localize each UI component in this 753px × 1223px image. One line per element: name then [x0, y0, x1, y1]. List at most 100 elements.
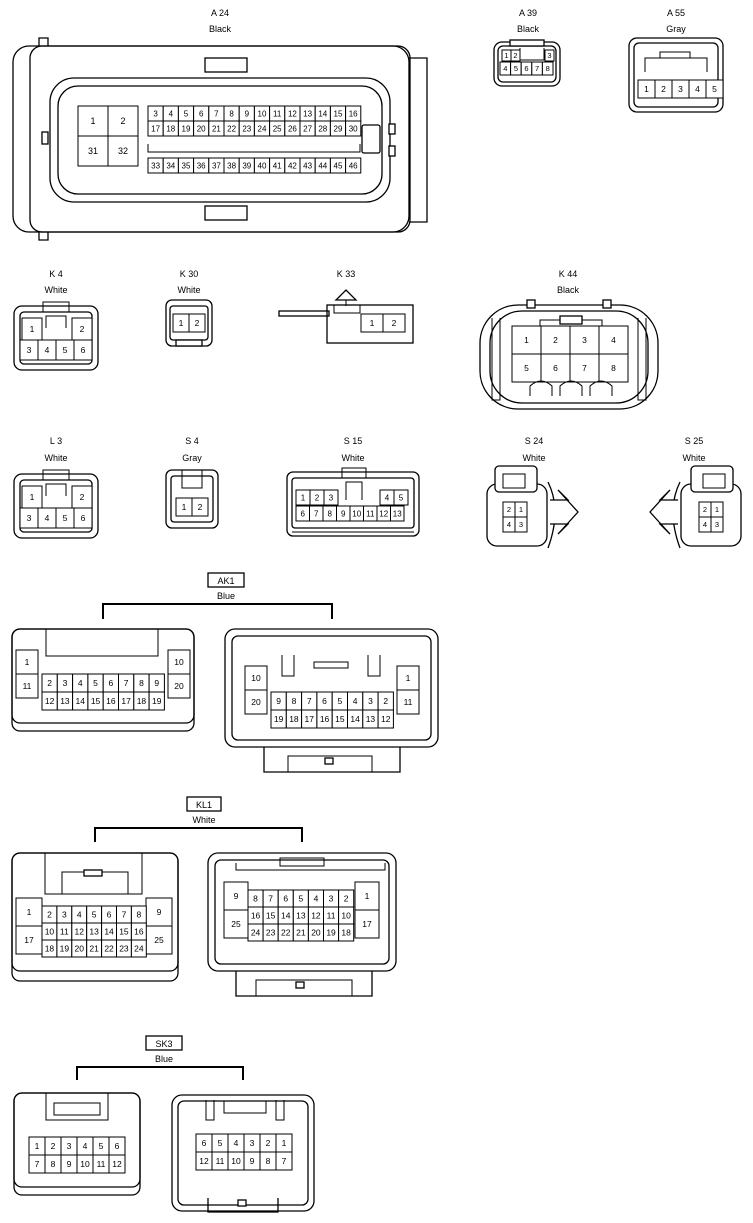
pin-number: 11 [97, 1159, 106, 1169]
pin-number: 11 [60, 927, 69, 937]
pin-number: 19 [182, 124, 191, 133]
pin-cell [569, 353, 600, 383]
pin-number: 19 [326, 928, 336, 938]
pin-number: 8 [51, 1159, 56, 1169]
connector-kl1-color: White [192, 815, 215, 825]
pin-number: 11 [216, 1156, 225, 1166]
connector-ak1-label: AK1 [217, 576, 234, 586]
pin-number: 19 [152, 696, 162, 706]
pin-number: 23 [242, 124, 251, 133]
connector-a39-color: Black [517, 24, 540, 34]
pin-cell [323, 489, 339, 506]
pin-number: 16 [106, 696, 116, 706]
pin-number: 6 [81, 345, 86, 355]
pin-number: 45 [334, 161, 343, 170]
pin-number: 3 [153, 109, 158, 118]
pin-number: 23 [119, 944, 129, 954]
pin-number: 2 [80, 324, 85, 334]
pin-number: 7 [35, 1159, 40, 1169]
pin-number: 2 [553, 335, 558, 345]
pin-number: 1 [90, 116, 95, 126]
pin-number: 26 [288, 124, 297, 133]
connector-sk3-color: Blue [155, 1054, 173, 1064]
pin-cell [514, 516, 528, 533]
pin-number: 5 [99, 1141, 104, 1151]
pin-cell [393, 489, 409, 506]
pin-number: 2 [51, 1141, 56, 1151]
pin-number: 4 [45, 513, 50, 523]
pin-cell [167, 673, 191, 699]
pin-cell [390, 505, 405, 522]
pin-number: 2 [383, 696, 388, 706]
pin-number: 24 [251, 928, 261, 938]
pin-number: 1 [179, 318, 184, 328]
pin-number: 2 [198, 502, 203, 512]
pin-cell [511, 325, 542, 355]
pin-number: 2 [80, 492, 85, 502]
pin-cell [145, 897, 173, 927]
pin-number: 15 [91, 696, 101, 706]
pin-number: 10 [231, 1156, 241, 1166]
pin-number: 4 [78, 678, 83, 688]
connector-k30-label: K 30 [180, 269, 199, 279]
pin-number: 3 [582, 335, 587, 345]
pin-number: 7 [214, 109, 219, 118]
pin-number: 10 [80, 1159, 90, 1169]
pin-number: 27 [303, 124, 312, 133]
pin-number: 5 [218, 1138, 223, 1148]
pin-number: 12 [381, 714, 391, 724]
pin-number: 4 [45, 345, 50, 355]
pin-number: 14 [104, 927, 114, 937]
pin-number: 3 [715, 520, 719, 529]
pin-cell [148, 691, 165, 711]
pin-cell [15, 897, 43, 927]
pin-number: 3 [250, 1138, 255, 1148]
pin-number: 24 [134, 944, 144, 954]
pin-number: 42 [288, 161, 297, 170]
pin-number: 8 [611, 363, 616, 373]
pin-cell [354, 909, 380, 939]
connector-s24-color: White [522, 453, 545, 463]
pin-number: 18 [341, 928, 351, 938]
pin-number: 2 [195, 318, 200, 328]
pin-number: 7 [314, 509, 319, 518]
pin-number: 16 [349, 109, 358, 118]
sk3-pair-bracket [76, 1066, 244, 1080]
pin-number: 33 [151, 161, 160, 170]
pin-number: 35 [182, 161, 191, 170]
pin-number: 4 [353, 696, 358, 706]
pin-cell [191, 497, 209, 517]
pin-cell [275, 1151, 293, 1171]
pin-number: 6 [199, 109, 204, 118]
connector-a24-color: Black [209, 24, 232, 34]
pin-number: 24 [258, 124, 267, 133]
pin-number: 36 [197, 161, 206, 170]
pin-number: 15 [119, 927, 129, 937]
pin-cell [77, 135, 109, 167]
pin-number: 7 [582, 363, 587, 373]
pin-number: 18 [45, 944, 55, 954]
k33-key-marker [334, 289, 358, 301]
pin-cell [541, 61, 554, 76]
pin-number: 6 [108, 678, 113, 688]
pin-number: 2 [120, 116, 125, 126]
pin-cell [354, 881, 380, 911]
pin-number: 1 [30, 492, 35, 502]
pin-cell [244, 689, 268, 715]
pin-number: 13 [393, 509, 402, 518]
connector-k30-color: White [177, 285, 200, 295]
pin-number: 12 [379, 509, 388, 518]
pin-number: 2 [513, 51, 517, 60]
pin-number: 2 [344, 894, 349, 904]
pin-number: 1 [715, 505, 719, 514]
